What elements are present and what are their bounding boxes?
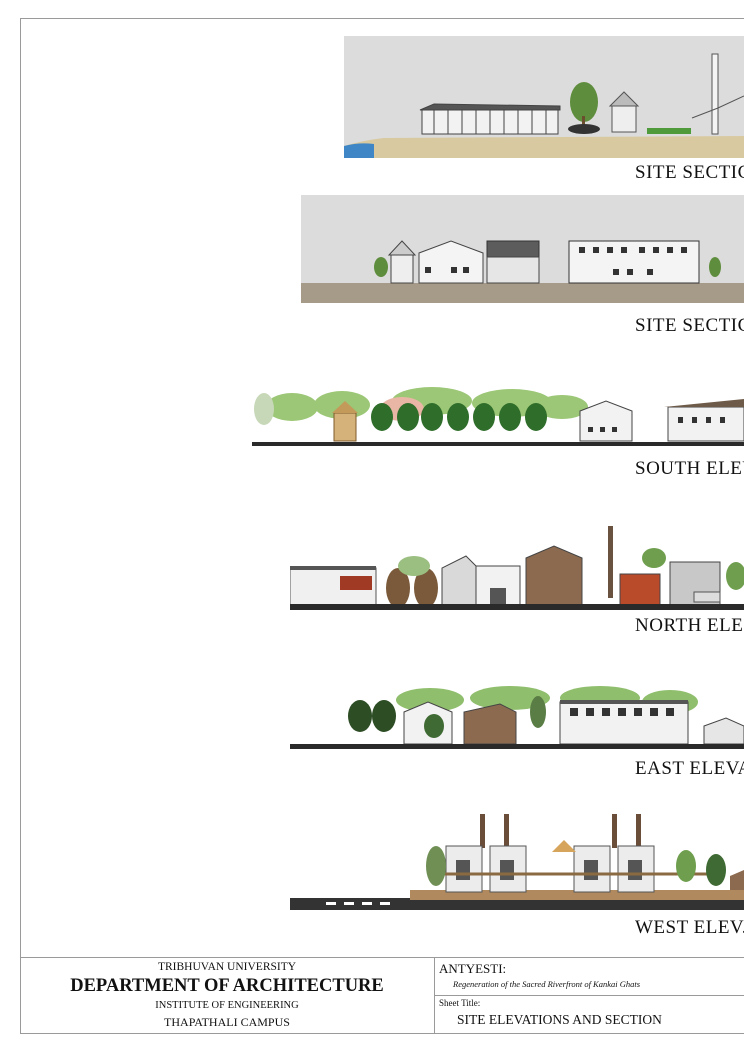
title-block-divider (435, 995, 744, 996)
drawing-caption: WEST ELEV. (635, 917, 744, 938)
east-elevation-drawing (290, 686, 744, 752)
drawing-caption: NORTH ELE (635, 615, 744, 636)
institution-block: TRIBHUVAN UNIVERSITY DEPARTMENT OF ARCHI… (20, 958, 435, 1034)
drawing-caption: SOUTH ELEV (635, 458, 744, 479)
drawing-caption: SITE SECTIC (635, 162, 744, 183)
university-name: TRIBHUVAN UNIVERSITY (157, 961, 297, 973)
campus-name: THAPATHALI CAMPUS (164, 1015, 290, 1029)
department-name: DEPARTMENT OF ARCHITECTURE (70, 976, 384, 996)
west-elevation-drawing (290, 810, 744, 912)
project-name: ANTYESTI: (439, 961, 507, 976)
site-section-2-drawing (301, 195, 744, 303)
drawing-caption: EAST ELEVA (635, 758, 744, 779)
sheet-title: SITE ELEVATIONS AND SECTION (457, 1012, 662, 1027)
sheet-title-label: Sheet Title: (439, 998, 481, 1008)
drawing-sheet-border (20, 18, 744, 1034)
south-elevation-drawing (252, 387, 744, 447)
project-block: ANTYESTI: Regeneration of the Sacred Riv… (435, 958, 744, 1034)
site-section-1-drawing (344, 36, 744, 158)
project-subtitle: Regeneration of the Sacred Riverfront of… (453, 979, 641, 989)
drawing-caption: SITE SECTIC (635, 315, 744, 336)
title-block: TRIBHUVAN UNIVERSITY DEPARTMENT OF ARCHI… (20, 957, 744, 1034)
institute-name: INSTITUTE OF ENGINEERING (155, 1000, 299, 1011)
north-elevation-drawing (290, 518, 744, 612)
